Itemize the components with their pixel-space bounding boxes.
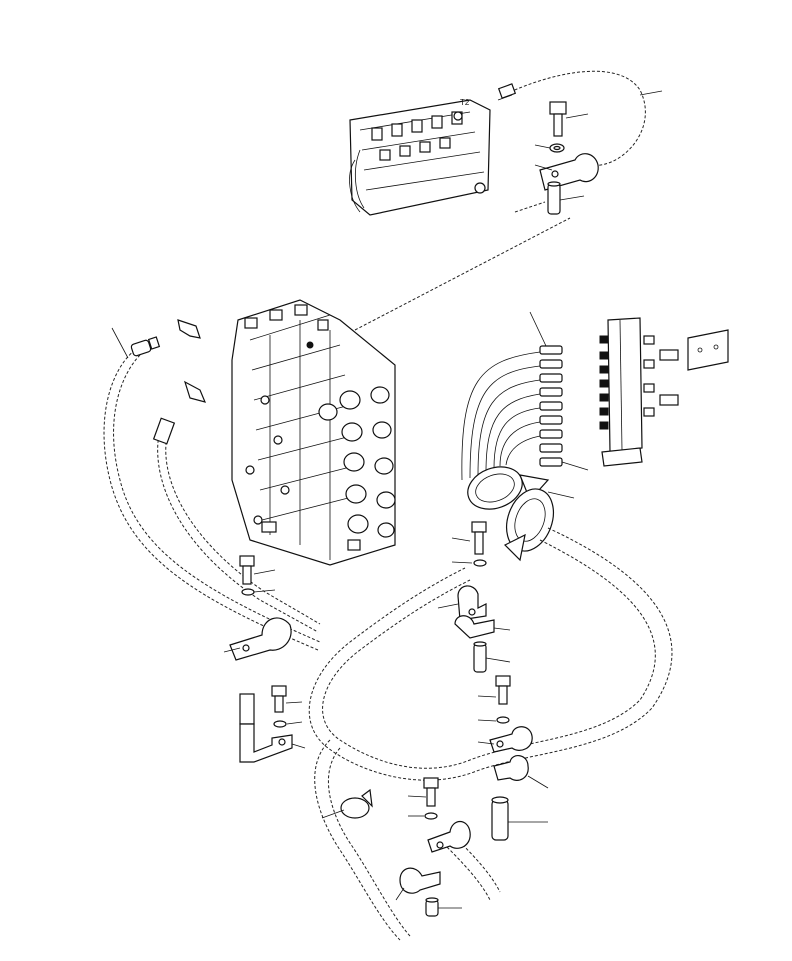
- washer-icon: [273, 720, 287, 728]
- grommet-icon: [467, 466, 554, 562]
- leader-line: [639, 90, 663, 96]
- return-line: [354, 217, 571, 331]
- leader-line: [111, 327, 129, 359]
- spacer-collar-icon: [473, 641, 487, 673]
- upper-pilot-hose: [509, 70, 646, 171]
- hose-fitting-left: [130, 336, 161, 357]
- spacer-collar-icon: [491, 796, 509, 841]
- pipe-clamp-icon: [454, 615, 495, 639]
- elbow-fitting: [152, 319, 207, 445]
- hydraulic-hose-icon: [308, 527, 673, 941]
- pipe-clamp-icon: [539, 153, 599, 191]
- pipe-clamp-icon: [399, 867, 441, 894]
- washer-icon: [473, 559, 487, 567]
- washer-icon: [424, 812, 438, 820]
- hose-fittings-column: [539, 345, 563, 467]
- mounting-bracket: [239, 693, 293, 763]
- port-label: T2: [460, 98, 470, 107]
- pilot-hose-bundle: [461, 351, 541, 481]
- control-valve-assembly-icon: [231, 299, 396, 566]
- bolt-icon: [471, 521, 487, 555]
- hydraulic-hose-icon: [103, 349, 321, 651]
- pipe-clamp-icon: [489, 726, 533, 753]
- leader-line: [561, 461, 589, 471]
- pipe-clamp-icon: [427, 820, 471, 853]
- pipe-clamp-icon: [229, 617, 292, 661]
- hose-fitting-top: [497, 83, 517, 99]
- washer-icon: [496, 716, 510, 724]
- spacer-collar-icon: [547, 181, 561, 215]
- washer-icon: [549, 143, 565, 153]
- washer-icon: [241, 588, 255, 596]
- bolt-icon: [271, 685, 287, 713]
- bolt-icon: [549, 101, 567, 137]
- bolt-icon: [239, 555, 255, 585]
- grommet-icon: [340, 788, 373, 819]
- bolt-icon: [423, 777, 439, 807]
- pilot-manifold-icon: [599, 317, 729, 467]
- spacer-collar-icon: [425, 897, 439, 917]
- upper-control-valve: T2: [349, 98, 491, 216]
- pipe-clamp-icon: [457, 585, 487, 621]
- leader-line: [529, 311, 547, 347]
- bolt-icon: [495, 675, 511, 705]
- pipe-clamp-icon: [493, 755, 529, 781]
